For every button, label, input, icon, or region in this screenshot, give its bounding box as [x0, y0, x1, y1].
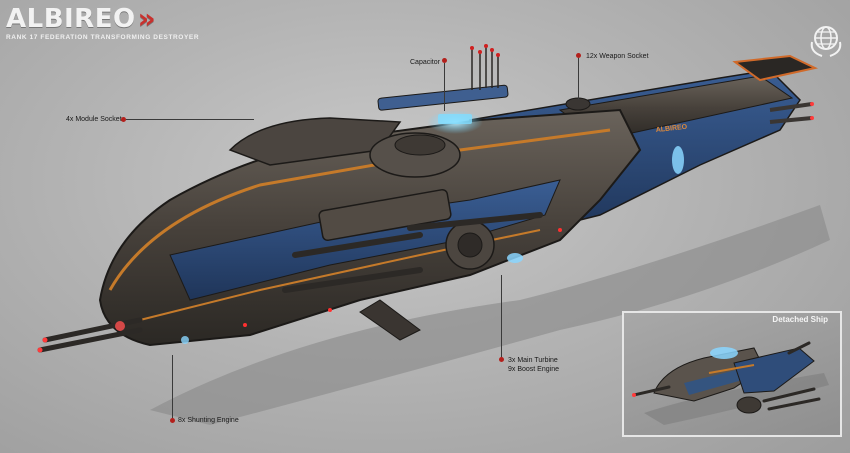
- detached-ship-illustration: [632, 341, 829, 425]
- ship-shadow: [150, 205, 830, 425]
- callout-turbine-dot: [499, 357, 504, 362]
- title-block: ALBIREO » RANK 17 FEDERATION TRANSFORMIN…: [6, 4, 200, 42]
- page-subtitle: RANK 17 FEDERATION TRANSFORMING DESTROYE…: [6, 34, 200, 41]
- callout-shunting-engine: 8x Shunting Engine: [178, 417, 239, 424]
- callout-module-socket: 4x Module Socket: [66, 116, 122, 123]
- page-title: ALBIREO »: [6, 4, 199, 34]
- callout-capacitor-line: [444, 63, 445, 111]
- globe-emblem-icon: [810, 26, 842, 57]
- callout-boost-engine: 9x Boost Engine: [508, 366, 559, 373]
- callout-shunting-line: [172, 355, 173, 418]
- callout-capacitor: Capacitor: [410, 59, 440, 66]
- callout-weapon-line: [578, 58, 579, 100]
- callout-module-dot: [121, 117, 126, 122]
- callout-weapon-socket: 12x Weapon Socket: [586, 53, 649, 60]
- callout-module-line: [126, 119, 254, 120]
- callout-capacitor-dot: [442, 58, 447, 63]
- detached-ship-panel: Detached Ship: [622, 311, 842, 437]
- hull-lettering: ALBIREO: [655, 124, 688, 134]
- callout-shunting-dot: [170, 418, 175, 423]
- callout-main-turbine: 3x Main Turbine: [508, 357, 558, 364]
- callout-weapon-dot: [576, 53, 581, 58]
- detached-ship-label: Detached Ship: [772, 315, 828, 324]
- title-text: ALBIREO: [6, 4, 136, 34]
- callout-turbine-line: [501, 275, 502, 357]
